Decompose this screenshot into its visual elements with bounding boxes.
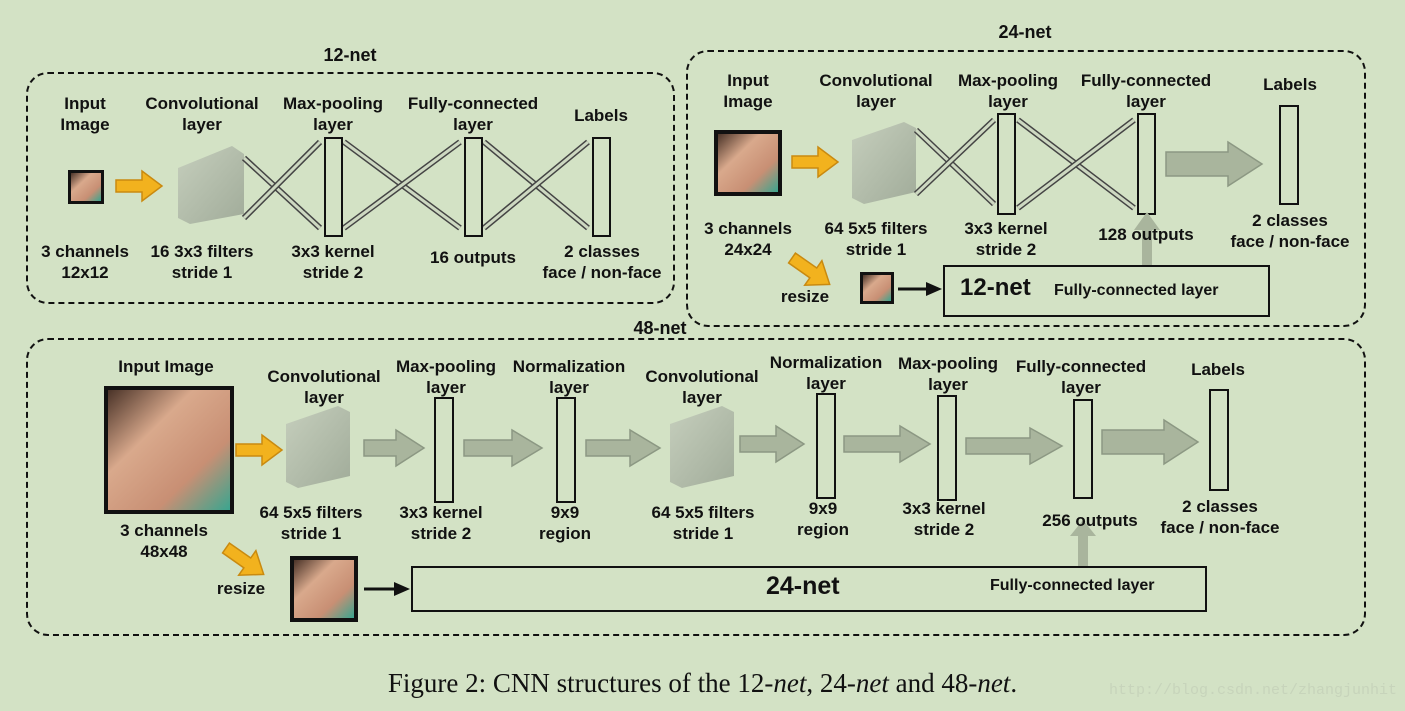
net48-arrow-2 bbox=[463, 428, 544, 468]
net24-labels-layer bbox=[1279, 105, 1299, 205]
net48-input-desc: 3 channels 48x48 bbox=[120, 521, 208, 561]
net24-labels-label: Labels bbox=[1263, 75, 1317, 94]
net24-pool-layer bbox=[997, 113, 1016, 215]
net24-connections bbox=[913, 117, 1136, 211]
net48-input-arrow bbox=[235, 434, 283, 466]
net12-labels-layer bbox=[592, 137, 611, 237]
net24-conv-block bbox=[852, 122, 916, 204]
net48-labels-layer bbox=[1209, 389, 1229, 491]
net48-fc-layer bbox=[1073, 399, 1093, 499]
net48-arrow-5 bbox=[843, 424, 932, 464]
net24-input-label: Input Image bbox=[723, 71, 773, 111]
net12-input-label: Input Image bbox=[60, 94, 110, 134]
net24-fc-layer bbox=[1137, 113, 1156, 215]
net48-subnet-name: 24-net bbox=[766, 572, 840, 600]
net12-pool-label: Max-pooling layer bbox=[282, 94, 384, 134]
net12-pool-layer bbox=[324, 137, 343, 237]
net48-conv1-label: Convolutional layer bbox=[267, 367, 381, 407]
net24-input-desc: 3 channels 24x24 bbox=[704, 219, 792, 259]
net48-subnet-layer-label: Fully-connected layer bbox=[990, 577, 1155, 594]
net12-conv-desc: 16 3x3 filters stride 1 bbox=[150, 242, 254, 282]
net48-panel bbox=[26, 338, 1366, 636]
net12-input-arrow bbox=[115, 170, 163, 202]
net48-norm1-layer bbox=[556, 397, 576, 503]
net48-norm2-layer bbox=[816, 393, 836, 499]
net24-resize-to-subnet-arrow bbox=[898, 282, 942, 296]
net24-pool-desc: 3x3 kernel stride 2 bbox=[964, 219, 1048, 259]
net48-labels-desc: 2 classes face / non-face bbox=[1160, 497, 1280, 537]
net12-title: 12-net bbox=[323, 45, 377, 65]
net24-input-image bbox=[714, 130, 782, 196]
net48-norm2-desc: 9x9 region bbox=[797, 499, 849, 539]
net48-pool1-layer bbox=[434, 397, 454, 503]
net24-subnet-name: 12-net bbox=[960, 274, 1031, 301]
net24-subnet-layer-label: Fully-connected layer bbox=[1054, 282, 1219, 299]
net24-resize-label: resize bbox=[780, 287, 830, 306]
net48-pool2-label: Max-pooling layer bbox=[897, 354, 999, 394]
net12-fc-desc: 16 outputs bbox=[430, 248, 516, 267]
net12-fc-layer bbox=[464, 137, 483, 237]
net24-labels-desc: 2 classes face / non-face bbox=[1230, 211, 1350, 251]
net12-pool-desc: 3x3 kernel stride 2 bbox=[291, 242, 375, 282]
net48-conv2-desc: 64 5x5 filters stride 1 bbox=[651, 503, 755, 543]
net48-arrow-6 bbox=[965, 426, 1064, 466]
net48-pool2-layer bbox=[937, 395, 957, 501]
net48-norm2-label: Normalization layer bbox=[769, 353, 883, 393]
net48-resize-label: resize bbox=[216, 579, 266, 598]
net48-fc-desc: 256 outputs bbox=[1042, 511, 1138, 530]
net12-labels-label: Labels bbox=[574, 106, 628, 125]
net48-conv2-block bbox=[670, 406, 734, 488]
net24-input-arrow bbox=[791, 146, 839, 178]
net48-fc-label: Fully-connected layer bbox=[1015, 357, 1147, 397]
net24-labels-arrow bbox=[1165, 140, 1264, 188]
net48-conv2-label: Convolutional layer bbox=[645, 367, 759, 407]
net48-subnet-up-arrow bbox=[1070, 520, 1096, 566]
net12-input-image bbox=[68, 170, 104, 204]
net48-resize-to-subnet-arrow bbox=[364, 582, 410, 596]
net48-pool1-desc: 3x3 kernel stride 2 bbox=[399, 503, 483, 543]
net48-input-image bbox=[104, 386, 234, 514]
net48-resize-image bbox=[290, 556, 358, 622]
watermark: http://blog.csdn.net/zhangjunhit bbox=[1108, 682, 1397, 699]
net48-arrow-7 bbox=[1101, 418, 1200, 466]
net48-pool1-label: Max-pooling layer bbox=[395, 357, 497, 397]
net48-norm1-desc: 9x9 region bbox=[539, 503, 591, 543]
net48-conv1-block bbox=[286, 406, 350, 488]
net24-fc-desc: 128 outputs bbox=[1098, 225, 1194, 244]
net48-labels-label: Labels bbox=[1191, 360, 1245, 379]
net24-subnet-up-arrow bbox=[1134, 212, 1160, 266]
net48-subnet-box bbox=[411, 566, 1207, 612]
net12-panel bbox=[26, 72, 675, 304]
net24-subnet-box bbox=[943, 265, 1270, 317]
net48-arrow-1 bbox=[363, 428, 426, 468]
net24-resize-image bbox=[860, 272, 894, 304]
net24-conv-label: Convolutional layer bbox=[819, 71, 933, 111]
net12-labels-desc: 2 classes face / non-face bbox=[542, 242, 662, 282]
net48-arrow-4 bbox=[739, 424, 806, 464]
net24-panel bbox=[686, 50, 1366, 327]
net48-conv1-desc: 64 5x5 filters stride 1 bbox=[259, 503, 363, 543]
net12-input-desc: 3 channels 12x12 bbox=[41, 242, 129, 282]
net12-connections bbox=[241, 139, 590, 231]
net48-input-label: Input Image bbox=[118, 357, 214, 376]
net48-arrow-3 bbox=[585, 428, 662, 468]
figure-caption: Figure 2: CNN structures of the 12-net, … bbox=[387, 668, 1018, 698]
net24-conv-desc: 64 5x5 filters stride 1 bbox=[824, 219, 928, 259]
net12-conv-block bbox=[178, 146, 244, 224]
net48-title: 48-net bbox=[633, 318, 687, 338]
net48-norm1-label: Normalization layer bbox=[512, 357, 626, 397]
net12-fc-label: Fully-connected layer bbox=[407, 94, 539, 134]
net48-pool2-desc: 3x3 kernel stride 2 bbox=[902, 499, 986, 539]
net24-pool-label: Max-pooling layer bbox=[957, 71, 1059, 111]
net24-title: 24-net bbox=[998, 22, 1052, 42]
net24-fc-label: Fully-connected layer bbox=[1080, 71, 1212, 111]
net12-conv-label: Convolutional layer bbox=[145, 94, 259, 134]
